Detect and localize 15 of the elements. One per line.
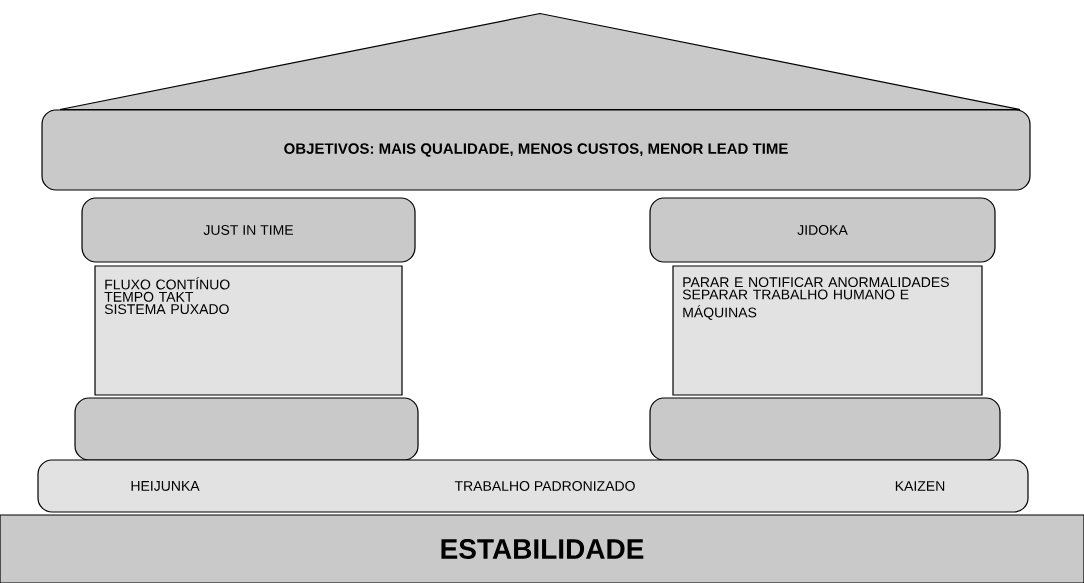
list-item: FLUXO CONTÍNUO (105, 277, 230, 290)
roof-triangle (59, 12, 1021, 111)
foundation-label: KAIZEN (895, 481, 945, 491)
list-item: SEPARAR TRABALHO HUMANO E MÁQUINAS (682, 289, 909, 320)
ground-band: ESTABILIDADE (0, 514, 1084, 583)
foundation-label: TRABALHO PADRONIZADO (454, 481, 635, 491)
list-item: PARAR E NOTIFICAR ANORMALIDADES (683, 277, 949, 288)
foundation-label: HEIJUNKA (131, 481, 200, 491)
list-item: SISTEMA PUXADO (104, 304, 229, 315)
pillar-capital: JIDOKA (649, 197, 996, 263)
pillar-base (649, 397, 1001, 461)
pillar-capital: JUST IN TIME (81, 197, 416, 263)
pillar-base (74, 397, 419, 461)
list-item: TEMPO TAKT (104, 291, 194, 302)
objectives-banner: OBJETIVOS: MAIS QUALIDADE, MENOS CUSTOS, MENOR LEAD TIME (41, 109, 1031, 191)
